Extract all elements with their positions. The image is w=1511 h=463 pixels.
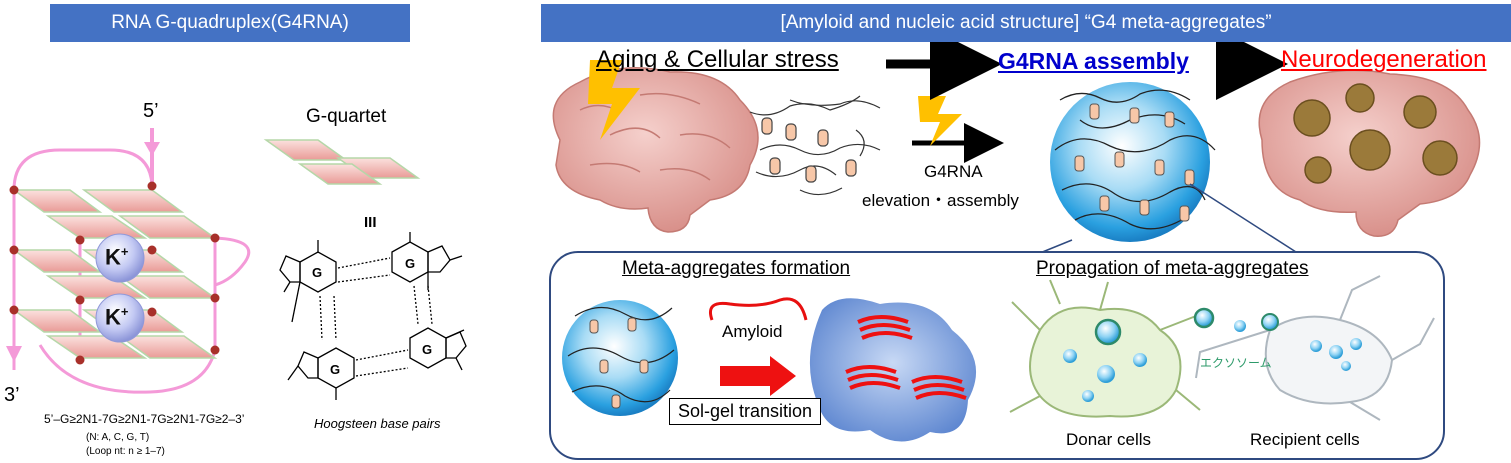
- ion-label-lower: K+: [105, 304, 129, 330]
- step-aging-stress: Aging & Cellular stress: [596, 46, 839, 73]
- right-panel-header: [Amyloid and nucleic acid structure] “G4…: [541, 4, 1511, 42]
- g-quartet-label: G-quartet: [306, 106, 387, 127]
- ion-label-upper: K+: [105, 244, 129, 270]
- base-letter-g: G: [405, 256, 416, 271]
- solgel-label: Sol-gel transition: [669, 398, 822, 425]
- base-letter-g: G: [422, 342, 433, 357]
- potassium-ion-icon: [95, 293, 145, 343]
- sequence-formula: 5’–G≥2N1-7G≥2N1-7G≥2N1-7G≥2–3’: [44, 412, 245, 426]
- recipient-cells-label: Recipient cells: [1250, 430, 1360, 449]
- degenerated-brain-icon: [1258, 69, 1481, 237]
- amyloid-label: Amyloid: [722, 322, 783, 341]
- n-note: (N: A, C, G, T): [86, 432, 150, 443]
- red-arrow-icon: [720, 356, 796, 396]
- g-quartet-illustration: [263, 139, 421, 185]
- arrow-label-g4rna: G4RNA: [924, 162, 983, 181]
- hoogsteen-structure: [279, 232, 467, 400]
- quartet-layer-top: [11, 189, 218, 239]
- hoogsteen-caption: Hoogsteen base pairs: [314, 416, 441, 431]
- base-letter-g: G: [312, 265, 323, 280]
- propagation-title: Propagation of meta-aggregates: [1036, 258, 1309, 279]
- gel-aggregate-icon: [809, 298, 977, 442]
- exosome-label: エクソソーム: [1200, 356, 1272, 370]
- step-neurodegeneration: Neurodegeneration: [1281, 46, 1487, 73]
- amyloid-strand-icon: [709, 297, 808, 321]
- donor-neuron-icon: [1009, 279, 1201, 418]
- arrow-label-elevation: elevation・assembly: [862, 191, 1019, 210]
- lightning-bolt-icon: [588, 60, 640, 140]
- three-prime-label: 3’: [4, 384, 20, 406]
- g-quadruplex-diagram: [6, 128, 251, 394]
- recipient-neuron-icon: [1195, 275, 1435, 421]
- loop-note: (Loop nt: n ≥ 1–7): [86, 446, 165, 457]
- g4rna-droplet-icon: [1050, 82, 1216, 242]
- aging-brain-icon: [552, 67, 759, 233]
- formation-title: Meta-aggregates formation: [622, 258, 851, 279]
- exosome-icon: [1063, 307, 1362, 402]
- base-letter-g: G: [330, 362, 341, 377]
- five-prime-label: 5’: [143, 100, 159, 122]
- small-droplet-icon: [562, 300, 678, 416]
- roman-numeral-label: III: [364, 214, 377, 231]
- left-panel-header: RNA G-quadruplex(G4RNA): [50, 4, 410, 42]
- rna-strands-group: [749, 95, 881, 196]
- lightning-bolt-icon: [918, 96, 962, 146]
- potassium-ion-icon: [95, 233, 145, 283]
- step-g4rna-assembly: G4RNA assembly: [998, 48, 1189, 74]
- donor-cells-label: Donar cells: [1066, 430, 1152, 449]
